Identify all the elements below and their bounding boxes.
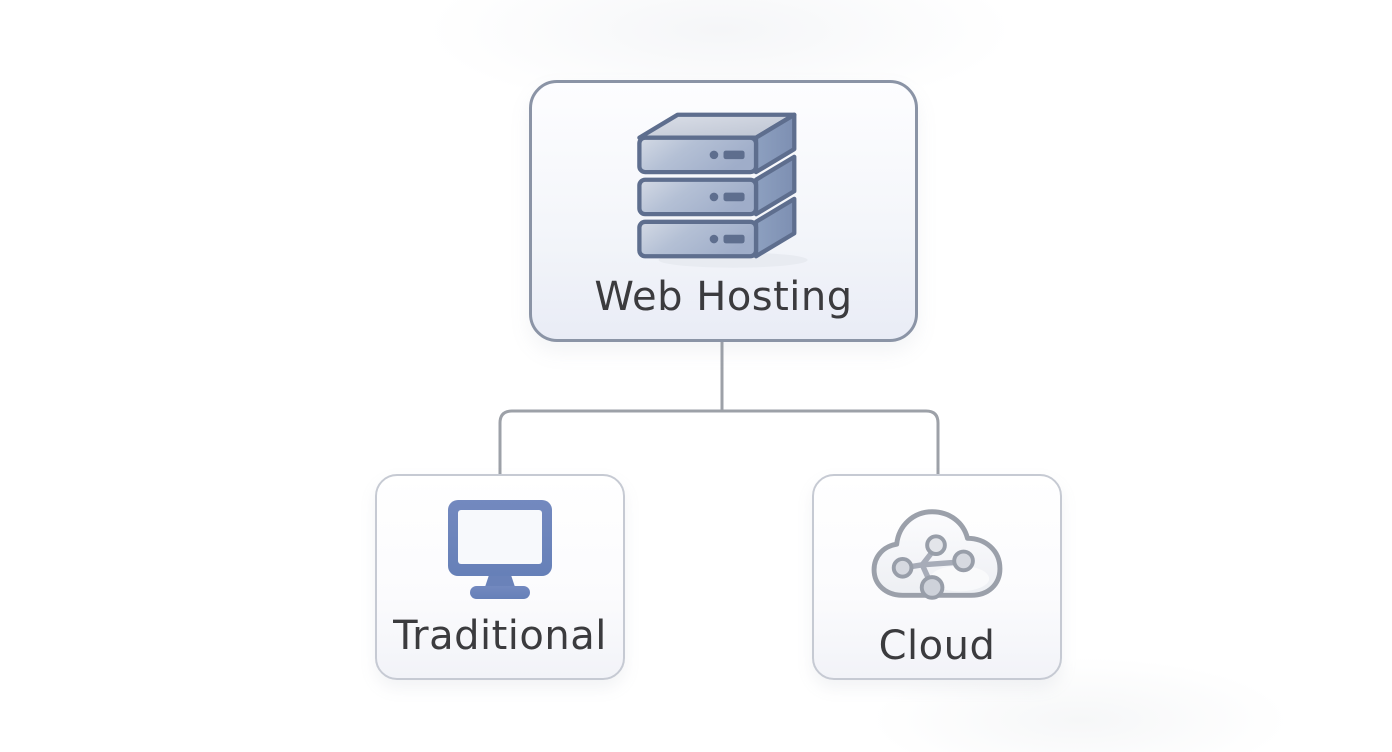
node-traditional: Traditional: [375, 474, 625, 680]
server-stack-icon: [626, 101, 822, 269]
cloud-network-icon: [863, 496, 1011, 614]
node-label-traditional: Traditional: [393, 613, 607, 659]
node-cloud: Cloud: [812, 474, 1062, 680]
node-label-cloud: Cloud: [878, 623, 996, 669]
node-label-web-hosting: Web Hosting: [594, 274, 853, 320]
desktop-monitor-icon: [440, 496, 560, 604]
node-web-hosting: Web Hosting: [529, 80, 918, 342]
